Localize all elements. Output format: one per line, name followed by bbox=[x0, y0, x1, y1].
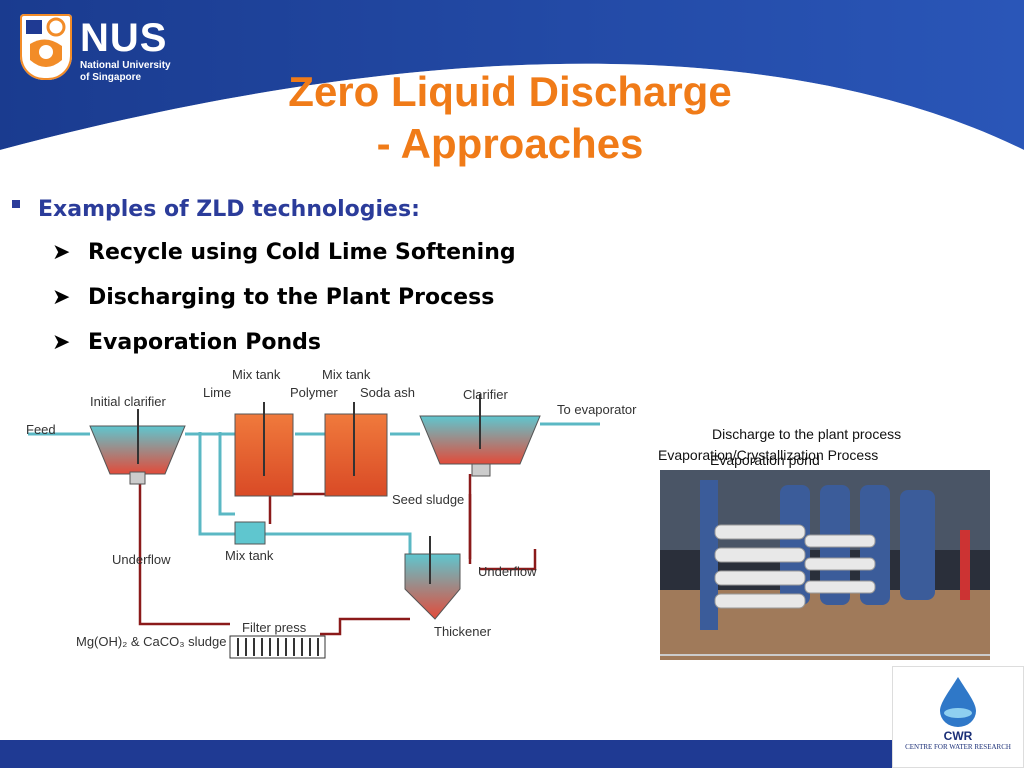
label-clarifier: Clarifier bbox=[463, 387, 508, 402]
label-feed: Feed bbox=[26, 422, 56, 437]
caption-evaporation-crystallization: Evaporation/Crystallization Process bbox=[658, 447, 879, 463]
sub-bullet-text: Recycle using Cold Lime Softening bbox=[88, 240, 516, 265]
logo-subtitle: National University of Singapore bbox=[80, 60, 171, 84]
label-lime: Lime bbox=[203, 385, 231, 400]
label-mix-tank-2: Mix tank bbox=[322, 367, 371, 382]
title-line-1: Zero Liquid Discharge bbox=[288, 68, 732, 115]
mix-tank-2 bbox=[324, 413, 388, 497]
cwr-subtitle: CENTRE FOR WATER RESEARCH bbox=[905, 743, 1011, 751]
label-mix-tank-3: Mix tank bbox=[225, 548, 274, 563]
arrow-bullet-icon: ➤ bbox=[52, 330, 71, 355]
arrow-bullet-icon: ➤ bbox=[52, 285, 71, 310]
cwr-logo: CWR CENTRE FOR WATER RESEARCH bbox=[892, 666, 1024, 768]
sub-bullet-text: Discharging to the Plant Process bbox=[88, 285, 495, 310]
thickener bbox=[404, 536, 461, 620]
initial-clarifier bbox=[89, 409, 186, 485]
sub-bullet: ➤ Discharging to the Plant Process bbox=[52, 285, 494, 310]
title-line-2: - Approaches bbox=[376, 120, 644, 167]
cwr-title: CWR bbox=[943, 729, 973, 743]
water-drop-icon bbox=[940, 677, 976, 727]
mix-tank-3 bbox=[234, 521, 266, 545]
label-mix-tank-1: Mix tank bbox=[232, 367, 281, 382]
plant-equipment-photo bbox=[660, 470, 990, 660]
label-initial-clarifier: Initial clarifier bbox=[90, 394, 167, 409]
sub-bullet-text: Evaporation Ponds bbox=[88, 330, 322, 355]
label-sludge: Mg(OH)₂ & CaCO₃ sludge bbox=[76, 634, 227, 649]
slide-title: Zero Liquid Discharge - Approaches bbox=[200, 66, 820, 170]
clarifier bbox=[419, 394, 541, 477]
label-filter-press: Filter press bbox=[242, 620, 307, 635]
bullet-text: Examples of ZLD technologies: bbox=[38, 197, 420, 222]
logo-subtitle-line1: National University bbox=[80, 60, 171, 71]
sub-bullet: ➤ Evaporation Ponds bbox=[52, 330, 321, 355]
label-soda-ash: Soda ash bbox=[360, 385, 415, 400]
label-polymer: Polymer bbox=[290, 385, 338, 400]
caption-evaporation-pond: Evaporation pond bbox=[710, 452, 820, 468]
label-to-evaporator: To evaporator bbox=[557, 402, 637, 417]
label-thickener: Thickener bbox=[434, 624, 492, 639]
arrow-bullet-icon: ➤ bbox=[52, 240, 71, 265]
logo-subtitle-line2: of Singapore bbox=[80, 72, 142, 83]
header-band bbox=[0, 0, 1024, 158]
caption-discharge: Discharge to the plant process bbox=[712, 426, 902, 442]
square-bullet-icon bbox=[12, 200, 20, 208]
filter-press bbox=[229, 635, 326, 659]
logo-wordmark: NUS bbox=[80, 16, 168, 60]
bullet-zld-examples: Examples of ZLD technologies: bbox=[12, 197, 420, 222]
nus-logo: NUS National University of Singapore bbox=[20, 14, 190, 86]
nus-crest-icon bbox=[20, 14, 72, 80]
cold-lime-softening-diagram: Mix tank Mix tank Initial clarifier Lime… bbox=[20, 364, 640, 684]
footer-bar bbox=[0, 740, 1024, 768]
label-seed-sludge: Seed sludge bbox=[392, 492, 464, 507]
sub-bullet: ➤ Recycle using Cold Lime Softening bbox=[52, 240, 516, 265]
label-underflow-right: Underflow bbox=[478, 564, 537, 579]
label-underflow-left: Underflow bbox=[112, 552, 171, 567]
